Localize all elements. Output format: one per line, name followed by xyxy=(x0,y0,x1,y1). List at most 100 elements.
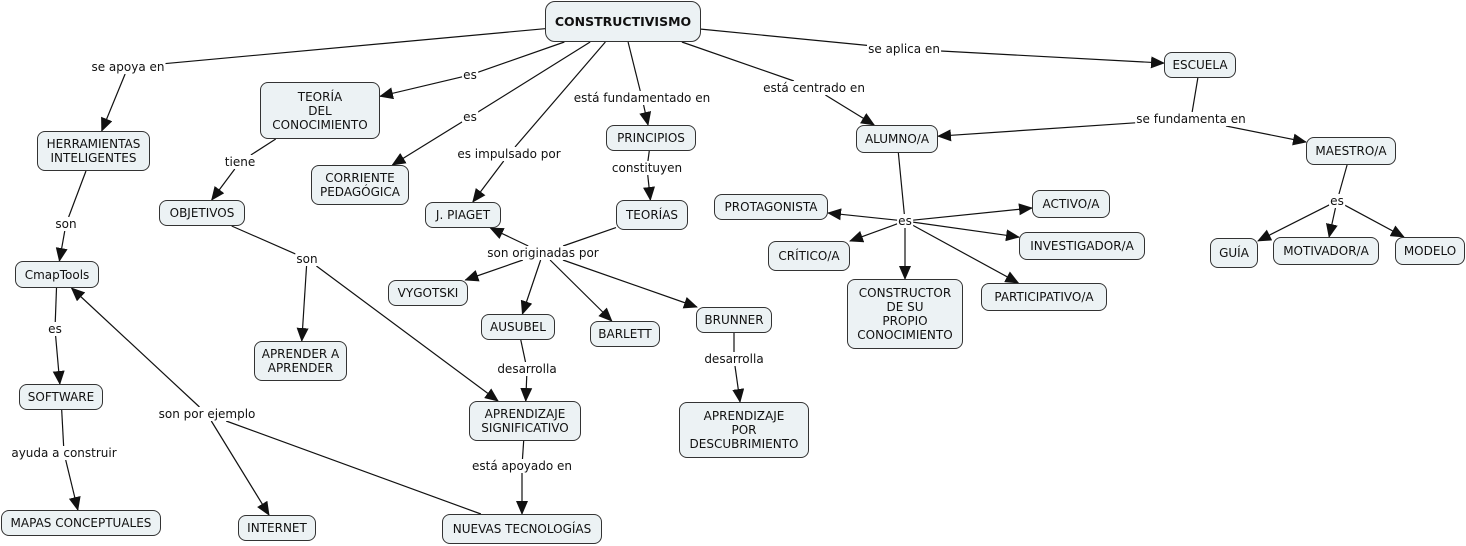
concept-aprendizaje-por-descubrimiento[interactable]: APRENDIZAJE POR DESCUBRIMIENTO xyxy=(679,402,809,458)
connection-es_impulsado_por-to-piaget xyxy=(472,160,505,203)
concept-software[interactable]: SOFTWARE xyxy=(19,384,103,410)
connection-es_alumno-to-protagonista xyxy=(827,208,898,221)
connection-se_fundamenta_en-to-maestro xyxy=(1225,125,1307,146)
concept-aprendizaje-significativo[interactable]: APRENDIZAJE SIGNIFICATIVO xyxy=(469,401,581,441)
concept-j-piaget[interactable]: J. PIAGET xyxy=(425,202,501,228)
connection-son_por_ejemplo-to-internet xyxy=(210,420,270,516)
concept-cmaptools[interactable]: CmapTools xyxy=(15,261,99,288)
connection-son_por_ejemplo-to-cmaptools xyxy=(70,287,200,408)
connection-es_alumno-to-participativo xyxy=(912,224,1020,284)
concept-nuevas-tecnologias[interactable]: NUEVAS TECNOLOGÍAS xyxy=(442,514,602,544)
link-se-fundamenta-en: se fundamenta en xyxy=(1135,112,1247,126)
connection-constructivismo-to-es_impulsado_por xyxy=(514,41,606,148)
concept-teorias[interactable]: TEORÍAS xyxy=(616,200,688,230)
connection-son2-to-aprender xyxy=(296,265,309,342)
connection-maestro-to-es_maestro xyxy=(1338,164,1348,195)
connection-nuevas_tec-to-son_por_ejemplo xyxy=(225,420,482,515)
link-esta-fundamentado-en: está fundamentado en xyxy=(572,91,712,105)
concept-herramientas-inteligentes[interactable]: HERRAMIENTAS INTELIGENTES xyxy=(37,131,150,171)
connection-es_maestro-to-guia xyxy=(1257,204,1330,242)
concept-principios[interactable]: PRINCIPIOS xyxy=(606,125,696,151)
link-es-corriente: es xyxy=(462,110,478,124)
link-esta-apoyado-en: está apoyado en xyxy=(470,459,574,473)
link-esta-centrado-en: está centrado en xyxy=(762,81,866,95)
concept-critico[interactable]: CRÍTICO/A xyxy=(768,241,850,271)
concept-escuela[interactable]: ESCUELA xyxy=(1164,52,1236,78)
concept-vygotski[interactable]: VYGOTSKI xyxy=(388,280,468,306)
connection-objetivos-to-son2 xyxy=(231,225,296,255)
link-se-aplica-en: se aplica en xyxy=(867,42,941,56)
link-desarrolla-ausubel: desarrolla xyxy=(496,362,558,376)
concept-motivador[interactable]: MOTIVADOR/A xyxy=(1273,237,1379,265)
concept-modelo[interactable]: MODELO xyxy=(1395,237,1465,265)
connection-ayuda_a_construir-to-mapas xyxy=(65,459,81,511)
concept-protagonista[interactable]: PROTAGONISTA xyxy=(714,194,828,220)
connection-constructivismo-to-es2 xyxy=(477,41,591,113)
link-constituyen: constituyen xyxy=(610,161,684,175)
connection-constructivismo-to-esta_centrado_en xyxy=(681,41,795,82)
concept-constructor[interactable]: CONSTRUCTOR DE SU PROPIO CONOCIMIENTO xyxy=(847,279,963,349)
connection-se_apoya_en-to-herramientas xyxy=(101,73,126,132)
connection-son_originadas_por-to-vygotski xyxy=(464,259,524,282)
link-es-impulsado-por: es impulsado por xyxy=(456,147,562,161)
connection-es1-to-teoria xyxy=(379,76,463,100)
connection-constructivismo-to-es1 xyxy=(477,41,565,73)
connection-constituyen-to-teorias xyxy=(643,174,655,201)
concept-maestro[interactable]: MAESTRO/A xyxy=(1306,137,1396,165)
concept-brunner[interactable]: BRUNNER xyxy=(696,307,772,333)
link-son-objetivos: son xyxy=(295,252,319,266)
concept-internet[interactable]: INTERNET xyxy=(238,515,316,541)
link-se-apoya-en: se apoya en xyxy=(90,60,166,74)
link-tiene: tiene xyxy=(223,155,257,169)
connection-desarrolla1-to-ap_significativo xyxy=(520,375,533,402)
connection-cmaptools-to-es_cmap xyxy=(54,287,58,323)
connection-esta_fundamentado_en-to-principios xyxy=(639,104,652,126)
connection-constructivismo-to-se_aplica_en xyxy=(700,28,868,46)
connection-son_originadas_por-to-barlett xyxy=(549,259,613,322)
concept-guia[interactable]: GUÍA xyxy=(1210,238,1258,268)
link-son-por-ejemplo: son por ejemplo xyxy=(157,407,257,421)
connection-son_originadas_por-to-brunner xyxy=(562,259,698,309)
connection-constructivismo-to-esta_fundamentado_en xyxy=(627,41,641,92)
connection-software-to-ayuda_a_construir xyxy=(61,409,65,447)
link-desarrolla-brunner: desarrolla xyxy=(703,352,765,366)
connection-herramientas-to-son1 xyxy=(68,170,87,218)
connection-teoria-to-tiene xyxy=(250,138,277,156)
connection-es_alumno-to-investigador xyxy=(912,221,1020,242)
connection-alumno-to-es_alumno xyxy=(897,152,905,215)
connection-desarrolla2-to-ap_descubrimiento xyxy=(732,365,745,403)
link-es-teoria: es xyxy=(462,68,478,82)
connection-es_maestro-to-modelo xyxy=(1344,204,1405,238)
connection-es_alumno-to-critico xyxy=(849,223,898,243)
concept-ausubel[interactable]: AUSUBEL xyxy=(481,314,555,340)
concept-investigador[interactable]: INVESTIGADOR/A xyxy=(1019,232,1145,260)
connection-esta_centrado_en-to-alumno xyxy=(825,94,876,126)
concept-corriente-pedagogica[interactable]: CORRIENTE PEDAGÓGICA xyxy=(311,165,409,205)
concept-barlett[interactable]: BARLETT xyxy=(590,321,660,347)
connection-es_maestro-to-motivador xyxy=(1326,207,1338,238)
connection-son2-to-ap_significativo xyxy=(316,265,499,402)
link-es-maestro: es xyxy=(1329,194,1345,208)
connection-es2-to-corriente xyxy=(391,121,463,166)
link-son-originadas-por: son originadas por xyxy=(486,246,600,260)
connection-ap_significativo-to-esta_apoyado_en xyxy=(521,440,525,460)
concept-activo[interactable]: ACTIVO/A xyxy=(1032,190,1110,218)
connection-se_fundamenta_en-to-alumno xyxy=(937,122,1136,142)
concept-mapas-conceptuales[interactable]: MAPAS CONCEPTUALES xyxy=(1,510,161,536)
concept-constructivismo[interactable]: CONSTRUCTIVISMO xyxy=(545,1,701,42)
connection-son_originadas_por-to-piaget xyxy=(489,227,529,247)
connection-son_originadas_por-to-ausubel xyxy=(520,259,542,315)
connection-ausubel-to-desarrolla1 xyxy=(520,339,527,363)
concept-aprender-a-aprender[interactable]: APRENDER A APRENDER xyxy=(254,341,347,381)
connection-son1-to-cmaptools xyxy=(55,230,68,262)
connection-se_aplica_en-to-escuela xyxy=(940,50,1165,69)
link-es-cmaptools: es xyxy=(47,322,63,336)
connection-tiene-to-objetivos xyxy=(211,168,236,201)
link-es-alumno: es xyxy=(897,214,913,228)
concept-participativo[interactable]: PARTICIPATIVO/A xyxy=(981,283,1107,311)
concept-teoria-del-conocimiento[interactable]: TEORÍA DEL CONOCIMIENTO xyxy=(260,82,380,139)
connection-principios-to-constituyen xyxy=(647,150,650,162)
concept-objetivos[interactable]: OBJETIVOS xyxy=(159,200,245,226)
concept-alumno[interactable]: ALUMNO/A xyxy=(856,125,938,153)
